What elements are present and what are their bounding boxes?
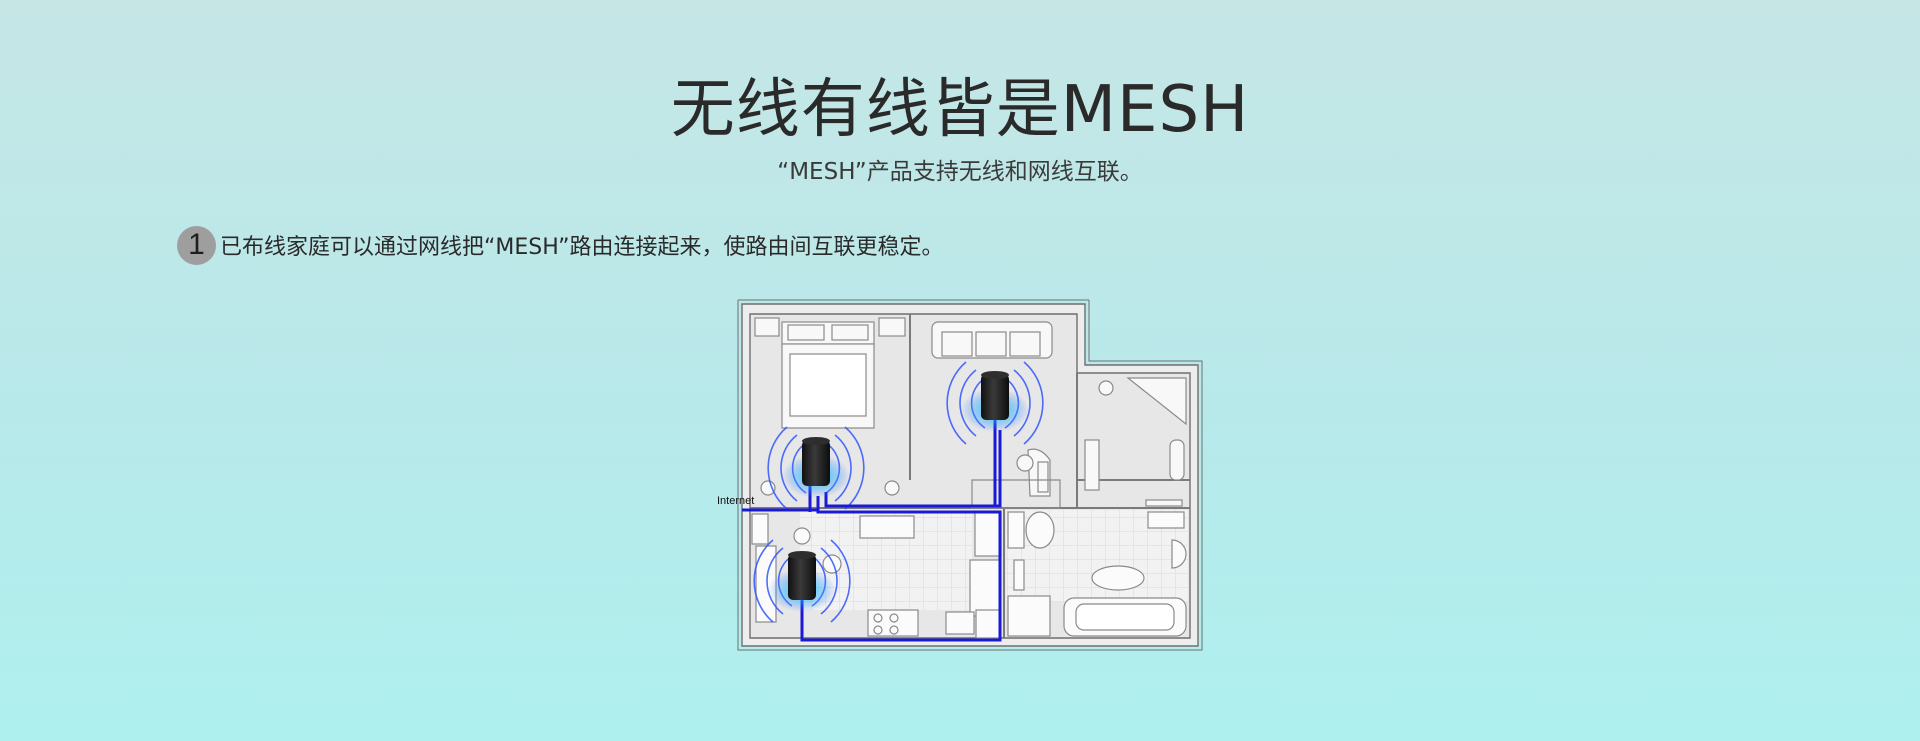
mesh-router-living-room	[961, 371, 1029, 432]
sofa	[931, 321, 1061, 509]
mesh-router-bedroom	[782, 437, 850, 498]
step-number-badge: 1	[177, 225, 216, 265]
study-furniture	[1084, 377, 1187, 507]
floor-plan-diagram: Internet	[717, 299, 1203, 651]
step-item: 1 已布线家庭可以通过网线把“MESH”路由连接起来，使路由间互联更稳定。	[177, 225, 944, 265]
page-subtitle: “MESH”产品支持无线和网线互联。	[777, 159, 1143, 185]
interior-walls	[750, 314, 1190, 638]
step-description: 已布线家庭可以通过网线把“MESH”路由连接起来，使路由间互联更稳定。	[220, 235, 944, 260]
bed	[754, 317, 906, 496]
kitchen-fixtures	[751, 511, 1002, 639]
wifi-signal-waves	[753, 361, 1044, 623]
mesh-router-kitchen	[768, 551, 836, 612]
page-title: 无线有线皆是MESH	[670, 73, 1250, 147]
bathroom-fixtures	[1007, 511, 1187, 637]
ethernet-cables	[742, 412, 1002, 642]
internet-label: Internet	[717, 495, 754, 507]
